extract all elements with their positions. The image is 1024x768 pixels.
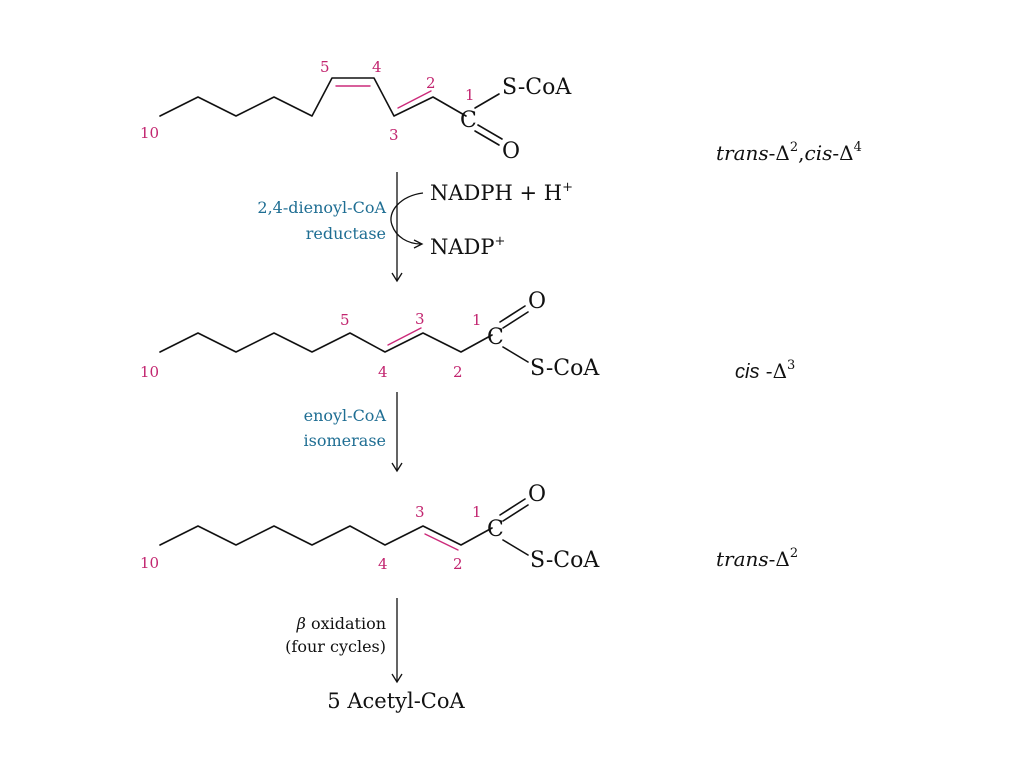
thioester-group: S-CoA	[530, 548, 600, 573]
c1-s-bond	[474, 93, 500, 109]
reaction-step-beta-oxidation: β oxidation (four cycles)	[285, 598, 403, 684]
c1-o-double-bond-b	[474, 130, 500, 146]
cofactor-curved-arrow	[390, 192, 424, 245]
c1-o-double-bond-a	[502, 504, 529, 522]
c1-o-double-bond-a	[477, 124, 503, 140]
c1-o-double-bond-a	[502, 311, 529, 329]
arrowhead-1	[391, 272, 403, 283]
carbon-number-4: 4	[372, 58, 382, 76]
carbon-number-10: 10	[140, 363, 159, 381]
cofactor-nadph: NADPH + H+	[430, 180, 573, 205]
cycles-label: (four cycles)	[285, 637, 386, 656]
thioester-group: S-CoA	[502, 75, 572, 100]
trans-double-bond-c2-c3	[397, 90, 432, 109]
carbon-number-5: 5	[320, 58, 330, 76]
carbon-chain-3	[159, 525, 493, 546]
carbon-number-4: 4	[378, 363, 388, 381]
carbon-number-2: 2	[453, 363, 463, 381]
trans-double-bond-c2-c3	[424, 533, 459, 551]
isomer-label-cis3: cis -Δ3	[735, 358, 795, 383]
oxygen-atom: O	[528, 482, 546, 507]
carbon-atom-c1: C	[460, 108, 477, 133]
carbon-number-1: 1	[472, 311, 482, 329]
carbon-number-10: 10	[140, 124, 159, 142]
enzyme-label-line1: 2,4-dienoyl-CoA	[257, 198, 386, 217]
thioester-group: S-CoA	[530, 356, 600, 381]
molecule-3-enoyl-coa: 10 5 3 1 4 2 C O S-CoA cis -Δ3	[140, 289, 795, 383]
carbon-number-2: 2	[426, 74, 436, 92]
molecule-dienoyl-coa: 10 5 4 3 2 1 C S-CoA O trans-Δ2,cis-Δ4	[140, 58, 862, 165]
reaction-step-reductase: 2,4-dienoyl-CoA reductase NADPH + H+ NAD…	[257, 172, 573, 283]
carbon-number-3: 3	[389, 126, 399, 144]
enzyme-label-line2: isomerase	[304, 431, 386, 450]
carbon-number-4: 4	[378, 555, 388, 573]
beta-oxidation-label: β oxidation	[296, 614, 386, 633]
c1-o-double-bond-b	[499, 305, 526, 323]
carbon-chain-1	[159, 77, 467, 117]
oxygen-atom: O	[528, 289, 546, 314]
carbon-number-5: 5	[340, 311, 350, 329]
arrowhead-2	[391, 462, 403, 473]
carbon-atom-c1: C	[487, 325, 504, 350]
isomer-label-trans2-cis4: trans-Δ2,cis-Δ4	[716, 140, 862, 165]
c1-o-double-bond-b	[499, 498, 526, 516]
carbon-number-10: 10	[140, 554, 159, 572]
carbon-number-3: 3	[415, 310, 425, 328]
cofactor-nadp: NADP+	[430, 234, 505, 259]
c1-s-bond	[502, 346, 529, 363]
carbon-number-3: 3	[415, 503, 425, 521]
product-acetyl-coa: 5 Acetyl-CoA	[327, 689, 465, 713]
molecule-2-enoyl-coa: 10 3 1 4 2 C O S-CoA trans-Δ2	[140, 482, 798, 573]
arrowhead-3	[391, 673, 403, 684]
enzyme-label-line1: enoyl-CoA	[304, 406, 387, 425]
carbon-number-1: 1	[465, 86, 475, 104]
carbon-chain-2	[159, 332, 493, 353]
enzyme-label-line2: reductase	[306, 224, 386, 243]
carbon-atom-c1: C	[487, 517, 504, 542]
cofactor-arrowhead	[413, 239, 424, 249]
double-bond-c3-c4	[387, 327, 422, 346]
oxygen-atom: O	[502, 139, 520, 164]
c1-s-bond	[502, 539, 529, 556]
carbon-number-1: 1	[472, 503, 482, 521]
carbon-number-2: 2	[453, 555, 463, 573]
reaction-step-isomerase: enoyl-CoA isomerase	[304, 392, 403, 473]
isomer-label-trans2: trans-Δ2	[716, 546, 798, 571]
